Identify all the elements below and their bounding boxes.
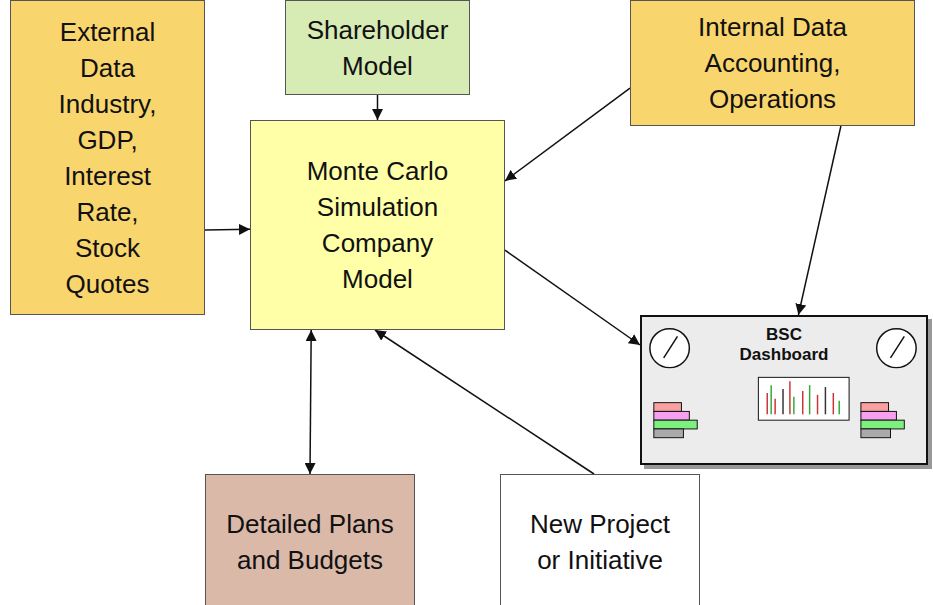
box-heading: External Data	[43, 14, 173, 86]
box-text: BSC Dashboard	[739, 325, 829, 365]
box-text: New Project or Initiative	[520, 506, 680, 578]
internal-data-box: Internal DataAccounting, Operations	[630, 0, 915, 126]
box-text: Shareholder Model	[298, 12, 458, 84]
box-text: Industry, GDP, Interest Rate, Stock Quot…	[43, 86, 173, 302]
dashboard-panel: BSC Dashboard	[640, 315, 928, 465]
flow-arrow	[505, 88, 630, 181]
box-text: Detailed Plans and Budgets	[220, 506, 400, 578]
flow-arrow	[205, 228, 250, 230]
flow-arrow	[377, 95, 379, 120]
initiative-box: New Project or Initiative	[500, 474, 700, 605]
box-text: Accounting, Operations	[693, 45, 853, 117]
flow-arrow	[310, 330, 311, 474]
plans-box: Detailed Plans and Budgets	[205, 474, 415, 605]
shareholder-box: Shareholder Model	[285, 0, 470, 95]
flow-arrow	[798, 126, 841, 315]
flow-arrow	[505, 250, 640, 345]
company-model-box: Monte Carlo Simulation Company Model	[250, 120, 505, 330]
external-data-box: External DataIndustry, GDP, Interest Rat…	[10, 0, 205, 315]
flow-arrow	[375, 330, 594, 474]
box-text: Monte Carlo Simulation Company Model	[288, 153, 468, 297]
box-heading: Internal Data	[698, 9, 847, 45]
